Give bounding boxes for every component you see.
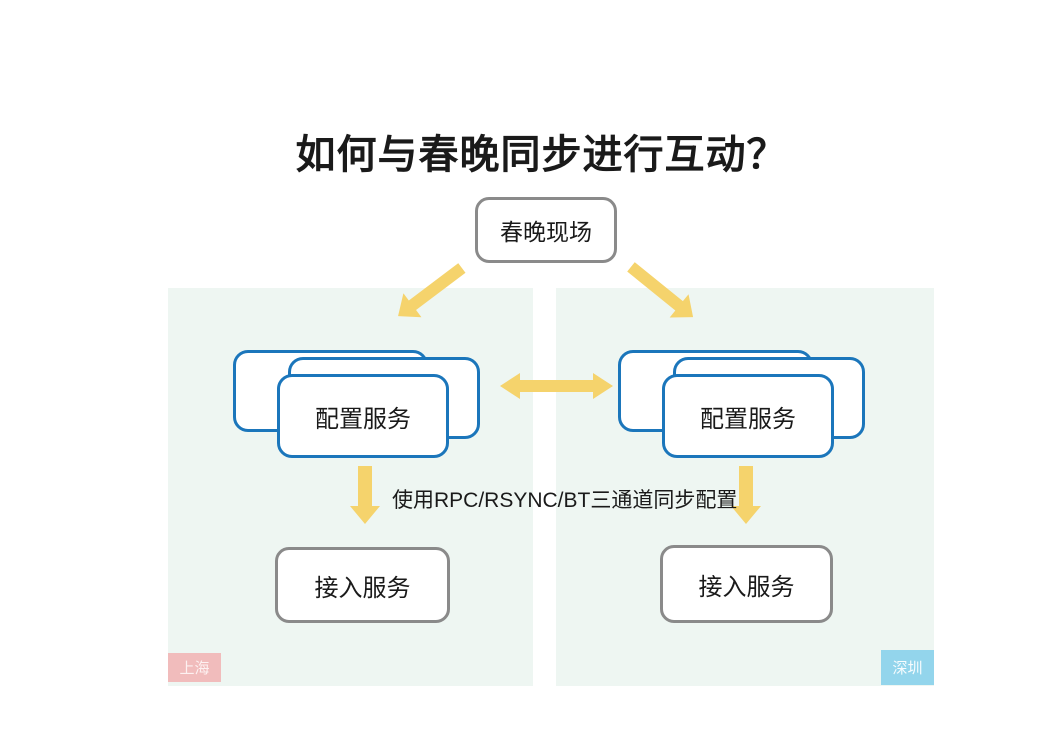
source-node: 春晚现场 [475, 197, 617, 263]
config-service-node-right: 配置服务 [662, 374, 834, 458]
region-label-shenzhen: 深圳 [881, 650, 934, 685]
config-service-stack-left: 配置服务 [233, 350, 483, 462]
sync-channels-label: 使用RPC/RSYNC/BT三通道同步配置 [392, 489, 738, 512]
access-service-node-left: 接入服务 [275, 547, 450, 623]
region-label-shanghai: 上海 [168, 653, 221, 682]
config-service-stack-right: 配置服务 [618, 350, 868, 462]
arrow-down-icon [350, 466, 380, 524]
access-service-node-right: 接入服务 [660, 545, 833, 623]
arrow-down-right-icon [621, 255, 702, 329]
slide-title: 如何与春晚同步进行互动？ [295, 132, 788, 177]
config-service-node-left: 配置服务 [277, 374, 449, 458]
arrow-double-horizontal-icon [500, 371, 613, 401]
arrow-down-left-icon [389, 256, 471, 328]
arrow-down-icon [731, 466, 761, 524]
